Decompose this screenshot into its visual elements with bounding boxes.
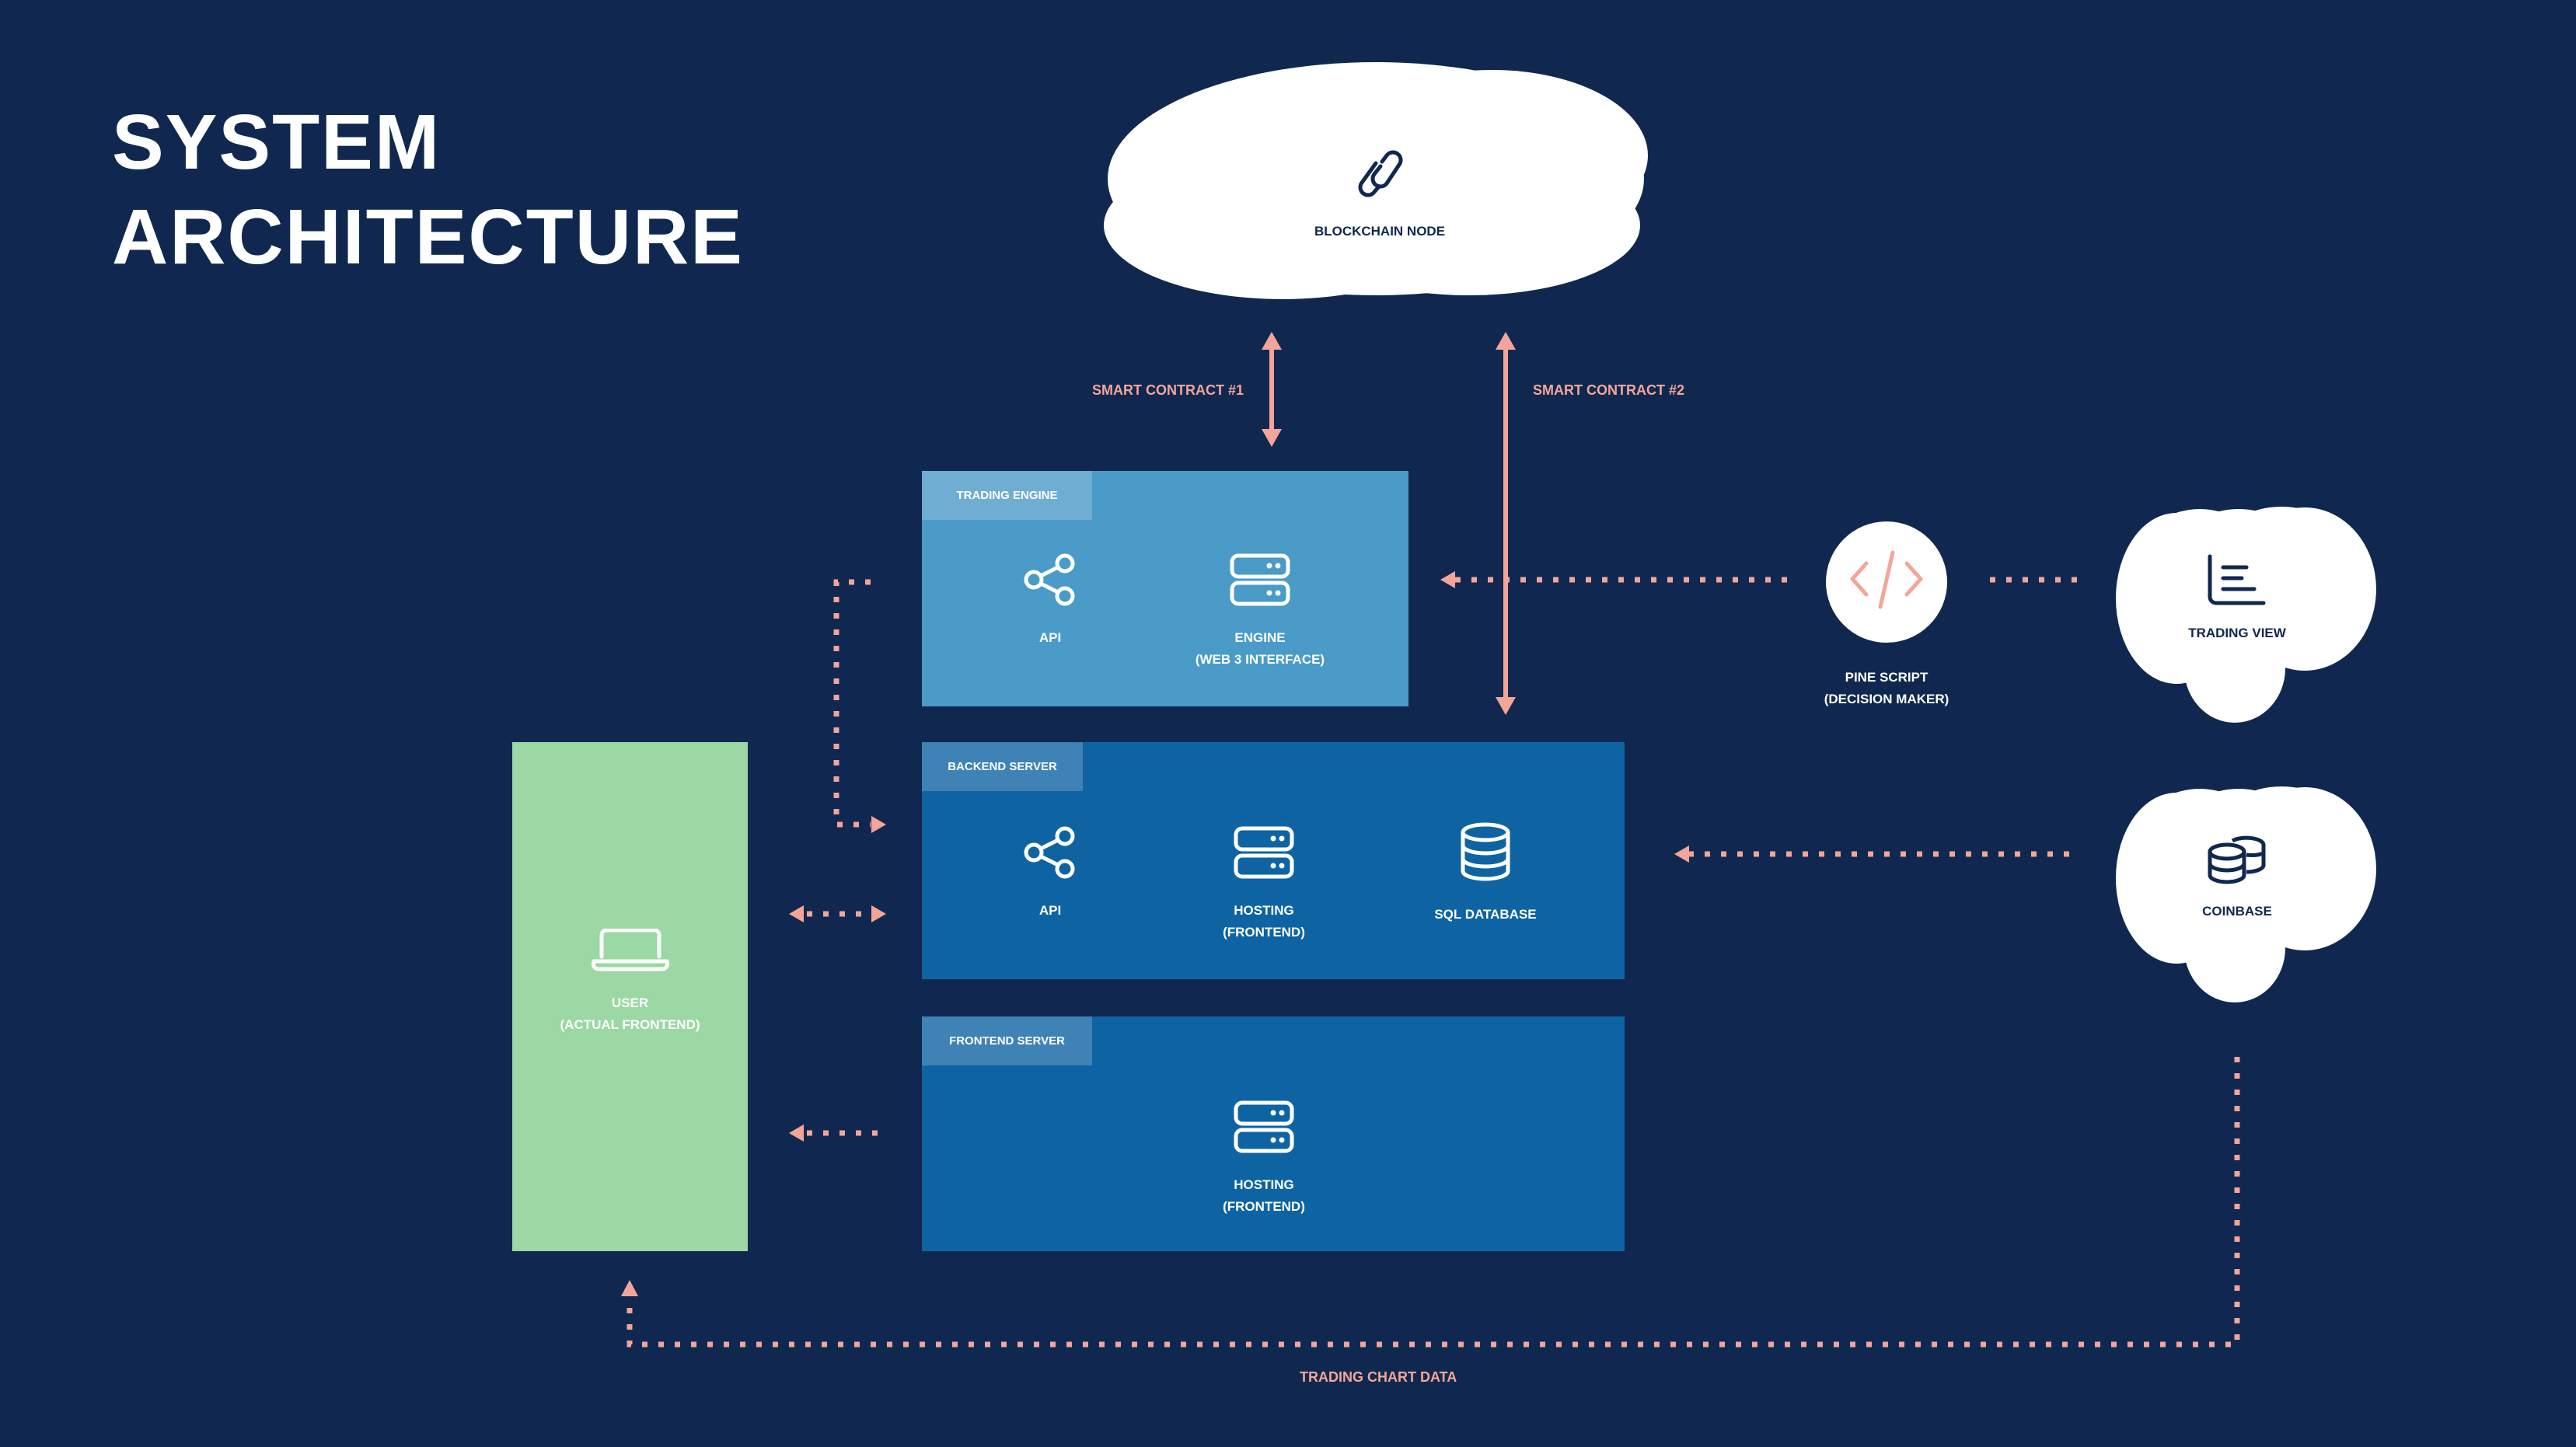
frontend-server-title: FRONTEND SERVER <box>922 1016 1092 1065</box>
frontend-server-box[interactable]: FRONTEND SERVER HOSTING (FRONTEND) <box>922 1016 1625 1251</box>
item-label: API <box>1038 903 1062 918</box>
blockchain-cloud[interactable] <box>1104 62 1648 299</box>
trading-chart-data-label: TRADING CHART DATA <box>1300 1369 1457 1385</box>
trading-view-cloud[interactable] <box>2116 507 2376 723</box>
server-icon <box>1234 826 1294 879</box>
item-sublabel: (FRONTEND) <box>1223 925 1305 940</box>
pine-script-subtitle: (DECISION MAKER) <box>1824 692 1949 706</box>
item-label: HOSTING <box>1234 1177 1294 1192</box>
item-sublabel: (WEB 3 INTERFACE) <box>1195 652 1325 667</box>
page-title: SYSTEM ARCHITECTURE <box>112 95 744 284</box>
user-sublabel: (ACTUAL FRONTEND) <box>560 1017 700 1032</box>
item-sublabel: (FRONTEND) <box>1223 1199 1305 1214</box>
server-icon <box>1230 553 1290 606</box>
pine-to-engine-connector <box>1440 571 1788 588</box>
frontend-to-user-connector <box>789 1124 878 1142</box>
coinbase-cloud[interactable] <box>2116 786 2376 1002</box>
backend-hosting[interactable]: HOSTING (FRONTEND) <box>1190 825 1338 943</box>
title-line-2: ARCHITECTURE <box>112 194 744 281</box>
user-label: USER <box>611 995 649 1010</box>
share-icon <box>1024 553 1075 606</box>
item-label: HOSTING <box>1234 903 1294 918</box>
user-backend-connector <box>789 905 886 922</box>
backend-server-title: BACKEND SERVER <box>922 742 1083 791</box>
item-label: SQL DATABASE <box>1434 907 1537 922</box>
title-line-1: SYSTEM <box>112 99 442 186</box>
smart-contract-2-label: SMART CONTRACT #2 <box>1533 382 1685 398</box>
server-icon <box>1234 1100 1294 1153</box>
smart-contract-2-arrow <box>1496 332 1516 715</box>
share-icon <box>1024 826 1075 879</box>
trading-view-label: TRADING VIEW <box>2188 626 2286 640</box>
trading-chart-data-connector <box>621 1057 2240 1348</box>
smart-contract-1-label: SMART CONTRACT #1 <box>1092 382 1244 398</box>
laptop-icon <box>591 929 669 971</box>
code-icon <box>1850 550 1923 609</box>
coinbase-label: COINBASE <box>2202 904 2272 919</box>
smart-contract-1-arrow <box>1262 332 1282 447</box>
item-label: ENGINE <box>1234 630 1286 645</box>
frontend-hosting[interactable]: HOSTING (FRONTEND) <box>1190 1100 1338 1218</box>
pine-script-title: PINE SCRIPT <box>1845 670 1929 685</box>
item-label: API <box>1038 630 1062 645</box>
pine-script-label: PINE SCRIPT (DECISION MAKER) <box>1778 667 1995 710</box>
chart-icon <box>2208 554 2266 605</box>
link-icon <box>1358 150 1403 197</box>
backend-sql-database[interactable]: SQL DATABASE <box>1400 821 1571 926</box>
coins-icon <box>2208 835 2266 884</box>
backend-api[interactable]: API <box>984 825 1116 922</box>
trading-engine-box[interactable]: TRADING ENGINE API ENGINE (WEB 3 INTERFA… <box>922 471 1408 706</box>
trading-engine-title: TRADING ENGINE <box>922 471 1092 520</box>
engine-to-backend-connector <box>833 579 886 833</box>
user-node: USER (ACTUAL FRONTEND) <box>512 929 748 1036</box>
trading-engine-engine[interactable]: ENGINE (WEB 3 INTERFACE) <box>1155 553 1365 671</box>
database-icon <box>1461 822 1510 881</box>
user-box[interactable]: USER (ACTUAL FRONTEND) <box>512 742 748 1251</box>
backend-server-box[interactable]: BACKEND SERVER API HOSTING (FRONTEND) SQ… <box>922 742 1625 979</box>
blockchain-node-label: BLOCKCHAIN NODE <box>1314 224 1446 239</box>
coinbase-to-backend-connector <box>1674 846 2077 863</box>
trading-engine-api[interactable]: API <box>984 553 1116 649</box>
